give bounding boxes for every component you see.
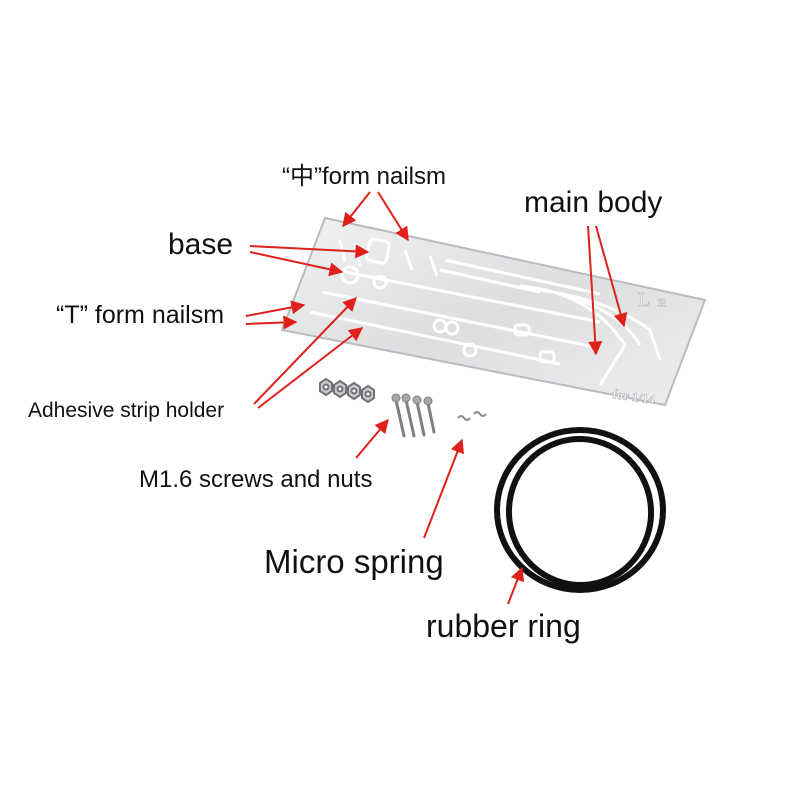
- label-micro-spring: Micro spring: [264, 543, 444, 580]
- arrow-base-1: [249, 244, 370, 259]
- screw-1: [391, 393, 406, 438]
- arrow-main-1: [587, 225, 603, 356]
- spring-2: [473, 411, 487, 417]
- label-t-form-nail: “T” form nailsm: [56, 301, 225, 329]
- arrow-t-1: [245, 300, 306, 317]
- nut-4: [361, 384, 375, 404]
- arrow-spring: [423, 438, 464, 539]
- arrow-adh-1: [253, 296, 357, 405]
- nut-2: [333, 379, 347, 399]
- screw-2: [401, 393, 416, 438]
- arrow-zhong-1: [342, 191, 371, 228]
- etched-plate: L 左 for 1/14: [280, 216, 707, 407]
- rubber-ring-2: [505, 436, 655, 588]
- callout-arrows: [245, 191, 628, 605]
- main-body-parts: [519, 284, 662, 386]
- rubber-rings: [494, 427, 666, 593]
- nut-3: [347, 381, 361, 401]
- label-adhesive-strip-holder: Adhesive strip holder: [28, 399, 225, 422]
- arrow-adh-2: [257, 327, 364, 409]
- plate-scale-text: for 1/14: [612, 386, 657, 407]
- arrow-screws: [355, 418, 389, 459]
- screws: [391, 393, 436, 438]
- label-zhong-form-nail: “中”form nailsm: [282, 163, 447, 190]
- arrow-main-2: [595, 225, 628, 328]
- micro-springs: [457, 411, 487, 421]
- plate-engraving-side: L 左: [638, 289, 667, 312]
- label-base: base: [168, 228, 234, 261]
- screw-3: [412, 395, 426, 437]
- arrow-rubber: [507, 566, 524, 605]
- label-screws-and-nuts: M1.6 screws and nuts: [139, 466, 373, 493]
- plate-side-letter: L: [638, 289, 650, 311]
- rubber-ring-1: [494, 427, 666, 593]
- label-rubber-ring: rubber ring: [426, 608, 581, 644]
- plate-side-char: 左: [657, 297, 666, 309]
- top-row-parts: [338, 237, 601, 296]
- label-main-body: main body: [524, 186, 663, 219]
- screw-4: [423, 396, 436, 434]
- arrow-base-2: [249, 251, 344, 277]
- spring-1: [457, 415, 471, 421]
- nut-1: [319, 377, 333, 397]
- arrow-zhong-2: [377, 191, 409, 242]
- arrow-t-2: [245, 315, 298, 330]
- hex-nuts: [319, 377, 375, 404]
